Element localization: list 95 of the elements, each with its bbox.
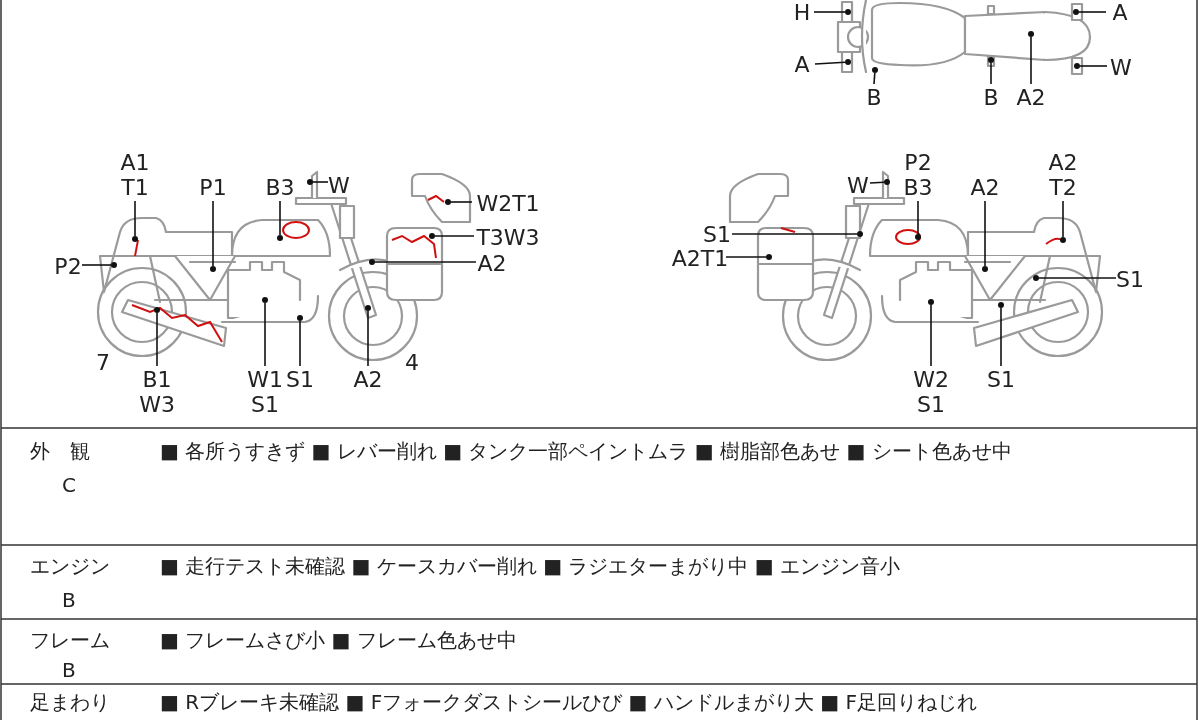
leader-line — [984, 200, 986, 267]
callout-label: A2 — [970, 175, 1000, 200]
point-marker — [262, 297, 268, 303]
point-marker — [429, 233, 435, 239]
point-marker — [1060, 237, 1066, 243]
callout-number: 4 — [405, 350, 419, 376]
leader-line — [1062, 200, 1064, 238]
point-marker — [154, 307, 160, 313]
callout-label: W — [847, 173, 869, 198]
callout-label: S1 — [286, 367, 314, 392]
callout-label: A2 T2 — [1048, 150, 1078, 200]
callout-label: S1 — [987, 367, 1015, 392]
callout-label: T3W3 — [476, 225, 540, 250]
callout-label: S1 — [703, 222, 731, 247]
leader-line — [374, 261, 477, 263]
grade-label: C — [62, 472, 76, 498]
callout-label: H — [793, 0, 811, 25]
leader-line — [813, 11, 846, 13]
leader-line — [450, 201, 473, 203]
callout-label: W — [1110, 55, 1132, 80]
callout-label: A — [794, 52, 810, 77]
leader-line — [731, 233, 858, 235]
leader-line — [299, 320, 301, 367]
category-label: フレーム — [30, 627, 110, 653]
defect-list-text: ■ フレームさび小 ■ フレーム色あせ中 — [160, 627, 517, 653]
defect-list-text: ■ 走行テスト未確認 ■ ケースカバー削れ ■ ラジエターまがり中 ■ エンジン音小 — [160, 553, 901, 579]
point-marker — [111, 262, 117, 268]
leader-line — [873, 72, 876, 85]
callout-label: B — [983, 85, 999, 110]
defect-list-text: ■ 各所うすきず ■ レバー削れ ■ タンク一部ペイントムラ ■ 樹脂部色あせ ■ シート色あせ中 — [160, 438, 1012, 464]
callout-label: A — [1112, 0, 1128, 25]
callout-label: B1 W3 — [139, 367, 175, 417]
point-marker — [884, 179, 890, 185]
callout-number: 7 — [96, 350, 110, 376]
callout-label: A2 — [1016, 85, 1046, 110]
point-marker — [297, 315, 303, 321]
leader-line — [814, 61, 846, 65]
leader-line — [156, 312, 158, 367]
callout-label: W1 S1 — [247, 367, 283, 417]
defect-list-text: ■ Rブレーキ未確認 ■ Fフォークダストシールひび ■ ハンドルまがり大 ■ F足回りねじれ — [160, 689, 977, 715]
leader-line — [434, 235, 475, 237]
point-marker — [766, 254, 772, 260]
point-marker — [857, 231, 863, 237]
leader-line — [990, 62, 992, 85]
point-marker — [1074, 63, 1080, 69]
callout-label: P2 — [54, 254, 82, 279]
leader-line — [312, 181, 329, 183]
callout-label: S1 — [1116, 267, 1144, 292]
leader-line — [917, 200, 919, 235]
leader-line — [1000, 307, 1002, 367]
grade-label: B — [62, 657, 76, 683]
leader-line — [1038, 277, 1117, 279]
category-label: 足まわり — [30, 689, 110, 715]
callout-label: A2 — [477, 251, 507, 276]
point-marker — [210, 266, 216, 272]
point-marker — [369, 259, 375, 265]
leader-line — [930, 304, 932, 367]
category-label: 外 観 — [30, 438, 90, 464]
callout-label: P1 — [199, 175, 227, 200]
point-marker — [915, 234, 921, 240]
leader-line — [264, 302, 266, 367]
point-marker — [1033, 275, 1039, 281]
leader-line — [869, 181, 885, 184]
callout-label: W2T1 — [476, 191, 540, 216]
leader-line — [1079, 65, 1108, 67]
point-marker — [1073, 9, 1079, 15]
leader-line — [1078, 11, 1107, 13]
point-marker — [445, 199, 451, 205]
callout-label: B — [866, 85, 882, 110]
callout-label: A2 — [353, 367, 383, 392]
point-marker — [845, 59, 851, 65]
callout-label: W — [328, 173, 350, 198]
point-marker — [132, 236, 138, 242]
callout-label: B3 — [265, 175, 295, 200]
point-marker — [988, 57, 994, 63]
point-marker — [1028, 31, 1034, 37]
point-marker — [928, 299, 934, 305]
grade-label: B — [62, 587, 76, 613]
leader-line — [725, 256, 767, 258]
callout-label: W2 S1 — [913, 367, 949, 417]
leader-line — [134, 200, 136, 237]
callout-label: A1 T1 — [120, 150, 150, 200]
point-marker — [307, 179, 313, 185]
leader-line — [81, 264, 112, 266]
leader-line — [279, 200, 281, 236]
callout-label: P2 B3 — [903, 150, 933, 200]
callout-label: A2T1 — [671, 246, 729, 271]
point-marker — [365, 305, 371, 311]
point-marker — [872, 67, 878, 73]
point-marker — [998, 302, 1004, 308]
point-marker — [845, 9, 851, 15]
point-marker — [277, 235, 283, 241]
leader-line — [1030, 36, 1032, 85]
category-label: エンジン — [30, 553, 110, 579]
point-marker — [982, 266, 988, 272]
